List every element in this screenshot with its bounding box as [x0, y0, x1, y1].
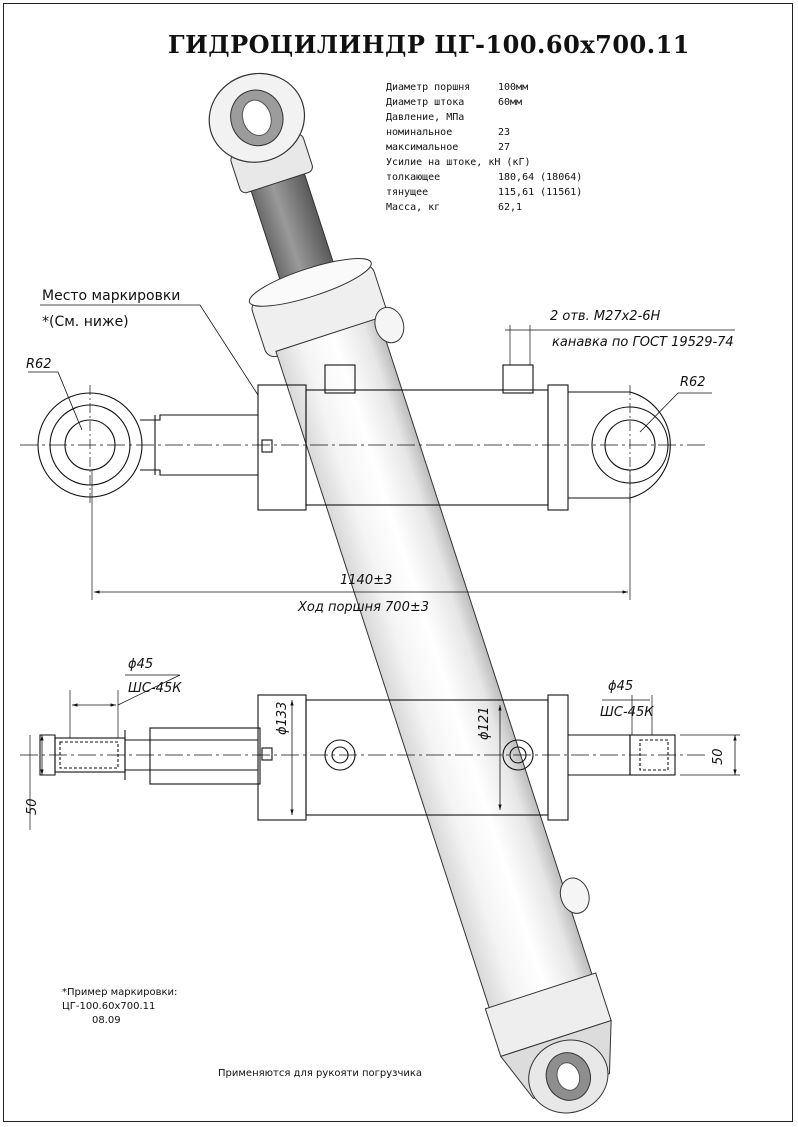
marking-example-line1: ЦГ-100.60х700.11 [62, 1001, 156, 1012]
bearing-right-label: ШС-45К [600, 705, 654, 720]
marking-example-line2: 08.09 [92, 1015, 121, 1026]
drawing-title: ГИДРОЦИЛИНДР ЦГ-100.60х700.11 [168, 30, 690, 59]
width50-right-label: 50 [711, 748, 726, 765]
drawing-frame [3, 3, 793, 1122]
dia45-right-label: ϕ45 [608, 679, 633, 694]
width50-left-label: 50 [25, 798, 40, 815]
dia45-left-label: ϕ45 [128, 657, 153, 672]
top-view [20, 304, 735, 600]
holes-label: 2 отв. М27х2-6Н [550, 309, 661, 324]
radius-right-label: R62 [680, 375, 706, 390]
marking-example: *Пример маркировки: ЦГ-100.60х700.11 08.… [62, 986, 177, 1028]
length-dimension: 1140±3 [340, 573, 392, 588]
marking-example-heading: *Пример маркировки: [62, 987, 178, 998]
spec-row: Усилие на штоке, кН (кГ) [386, 157, 531, 168]
bearing-left-label: ШС-45К [128, 681, 182, 696]
dia133-label: ϕ133 [275, 702, 290, 735]
side-view [20, 674, 740, 830]
radius-left-label: R62 [26, 357, 52, 372]
stroke-dimension: Ход поршня 700±3 [297, 600, 429, 615]
cylinder-3d-render [208, 72, 612, 1114]
marking-place-label: Место маркировки [42, 288, 180, 304]
dia121-label: ϕ121 [477, 707, 492, 740]
spec-row: Давление, МПа [386, 112, 465, 123]
groove-label: канавка по ГОСТ 19529-74 [552, 335, 734, 350]
see-below-label: *(См. ниже) [42, 314, 129, 330]
footer-note: Применяются для рукояти погрузчика [218, 1068, 423, 1079]
